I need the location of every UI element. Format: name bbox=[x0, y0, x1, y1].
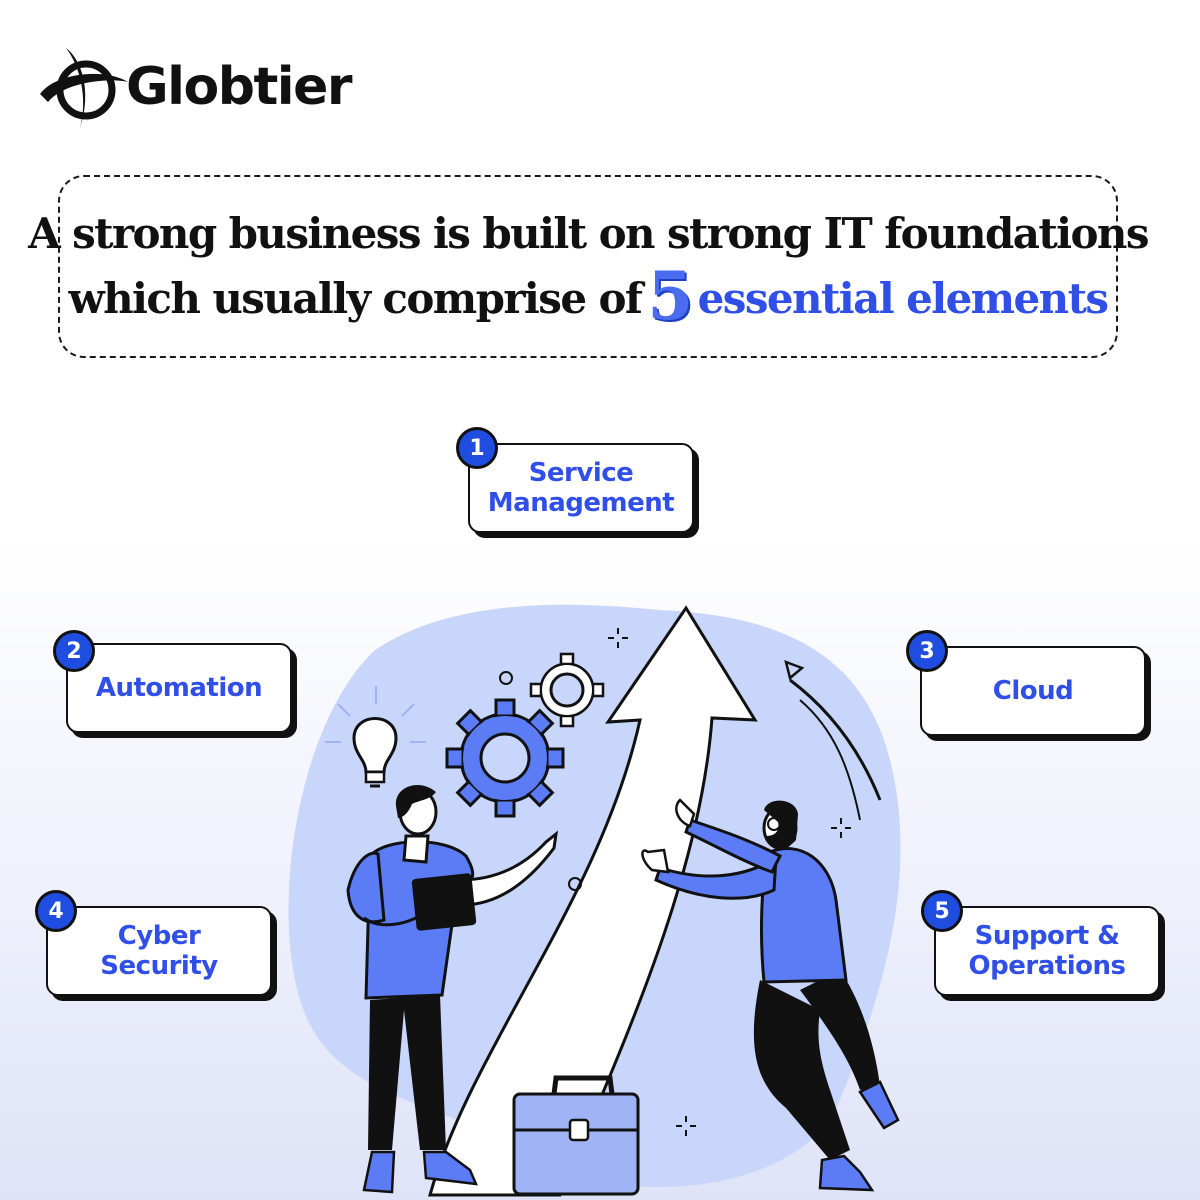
element-label: Support & Operations bbox=[968, 921, 1126, 981]
arrow-up-icon bbox=[428, 605, 758, 1197]
brand-name: Globtier bbox=[126, 57, 353, 117]
lightbulb-icon bbox=[325, 686, 426, 788]
gear-icon bbox=[445, 698, 565, 818]
headline-line-2-prefix: which usually comprise of bbox=[68, 274, 643, 323]
gear-icon bbox=[529, 652, 605, 728]
decor-dot bbox=[499, 671, 513, 685]
person-with-tablet bbox=[346, 784, 559, 1194]
swoosh-arc bbox=[789, 678, 882, 801]
element-number-badge: 3 bbox=[906, 630, 948, 672]
element-card-cloud: Cloud bbox=[920, 646, 1146, 736]
element-card-support-operations: Support & Operations bbox=[934, 906, 1160, 996]
element-number-badge: 4 bbox=[35, 890, 77, 932]
headline-number: 5 bbox=[647, 257, 693, 335]
element-label: Cloud bbox=[992, 676, 1074, 706]
brand-logo: Globtier bbox=[36, 42, 353, 134]
headline-line-1: A strong business is built on strong IT … bbox=[28, 209, 1149, 258]
headline-box: A strong business is built on strong IT … bbox=[28, 175, 1149, 358]
person-reaching bbox=[641, 798, 900, 1192]
element-label: Automation bbox=[95, 673, 263, 703]
globe-orbit-icon bbox=[40, 48, 128, 128]
element-number-badge: 1 bbox=[456, 427, 498, 469]
swoosh-arc bbox=[799, 699, 861, 821]
sparkle-icon bbox=[608, 628, 851, 1136]
element-card-cyber-security: Cyber Security bbox=[46, 906, 272, 996]
element-card-automation: Automation bbox=[66, 643, 292, 733]
briefcase-icon bbox=[512, 1075, 640, 1196]
swoosh-arrowhead bbox=[784, 659, 805, 681]
element-label: Cyber Security bbox=[100, 921, 218, 981]
headline-line-2-suffix: essential elements bbox=[697, 274, 1109, 323]
element-number-badge: 5 bbox=[921, 890, 963, 932]
element-card-service-management: Service Management bbox=[468, 443, 694, 533]
element-number-badge: 2 bbox=[53, 630, 95, 672]
element-label: Service Management bbox=[487, 458, 675, 518]
decor-dot bbox=[568, 877, 582, 891]
